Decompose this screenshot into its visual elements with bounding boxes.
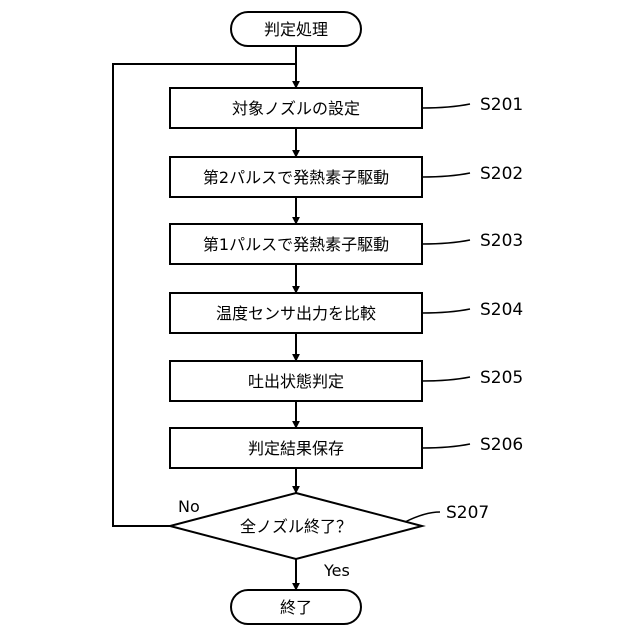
process-step-s201-label: 対象ノズルの設定 — [232, 99, 360, 118]
step-id-s204: S204 — [480, 300, 523, 320]
step-id-connector-s203 — [422, 240, 470, 244]
step-id-connector-s206 — [422, 444, 470, 448]
process-step-s206-label: 判定結果保存 — [248, 439, 344, 458]
process-step-s201: 対象ノズルの設定 S201 — [170, 88, 523, 128]
process-step-s205-label: 吐出状態判定 — [248, 372, 344, 391]
process-step-s202-label: 第2パルスで発熱素子駆動 — [203, 168, 389, 187]
end-terminal: 終了 — [231, 590, 361, 624]
process-step-s204-label: 温度センサ出力を比較 — [216, 304, 376, 323]
process-step-s205: 吐出状態判定 S205 — [170, 361, 523, 401]
no-branch-label: No — [178, 497, 200, 516]
process-step-s203: 第1パルスで発熱素子駆動 S203 — [170, 224, 523, 264]
start-terminal-label: 判定処理 — [264, 20, 328, 39]
step-id-s207: S207 — [446, 503, 489, 523]
step-id-s206: S206 — [480, 435, 523, 455]
step-id-connector-s204 — [422, 309, 470, 313]
end-terminal-label: 終了 — [280, 598, 312, 617]
process-step-s203-label: 第1パルスで発熱素子駆動 — [203, 235, 389, 254]
step-id-s205: S205 — [480, 368, 523, 388]
process-step-s204: 温度センサ出力を比較 S204 — [170, 293, 523, 333]
step-id-connector-s205 — [422, 377, 470, 381]
step-id-connector-s202 — [422, 173, 470, 177]
decision-s207-label: 全ノズル終了？ — [240, 517, 352, 536]
process-step-s206: 判定結果保存 S206 — [170, 428, 523, 468]
start-terminal: 判定処理 — [231, 12, 361, 46]
step-id-s203: S203 — [480, 231, 523, 251]
step-id-connector-s207 — [405, 512, 440, 522]
step-id-s201: S201 — [480, 95, 523, 115]
process-step-s202: 第2パルスで発熱素子駆動 S202 — [170, 157, 523, 197]
decision-s207: 全ノズル終了？ S207 — [170, 493, 489, 559]
step-id-s202: S202 — [480, 164, 523, 184]
step-id-connector-s201 — [422, 104, 470, 108]
yes-branch-label: Yes — [323, 561, 350, 580]
